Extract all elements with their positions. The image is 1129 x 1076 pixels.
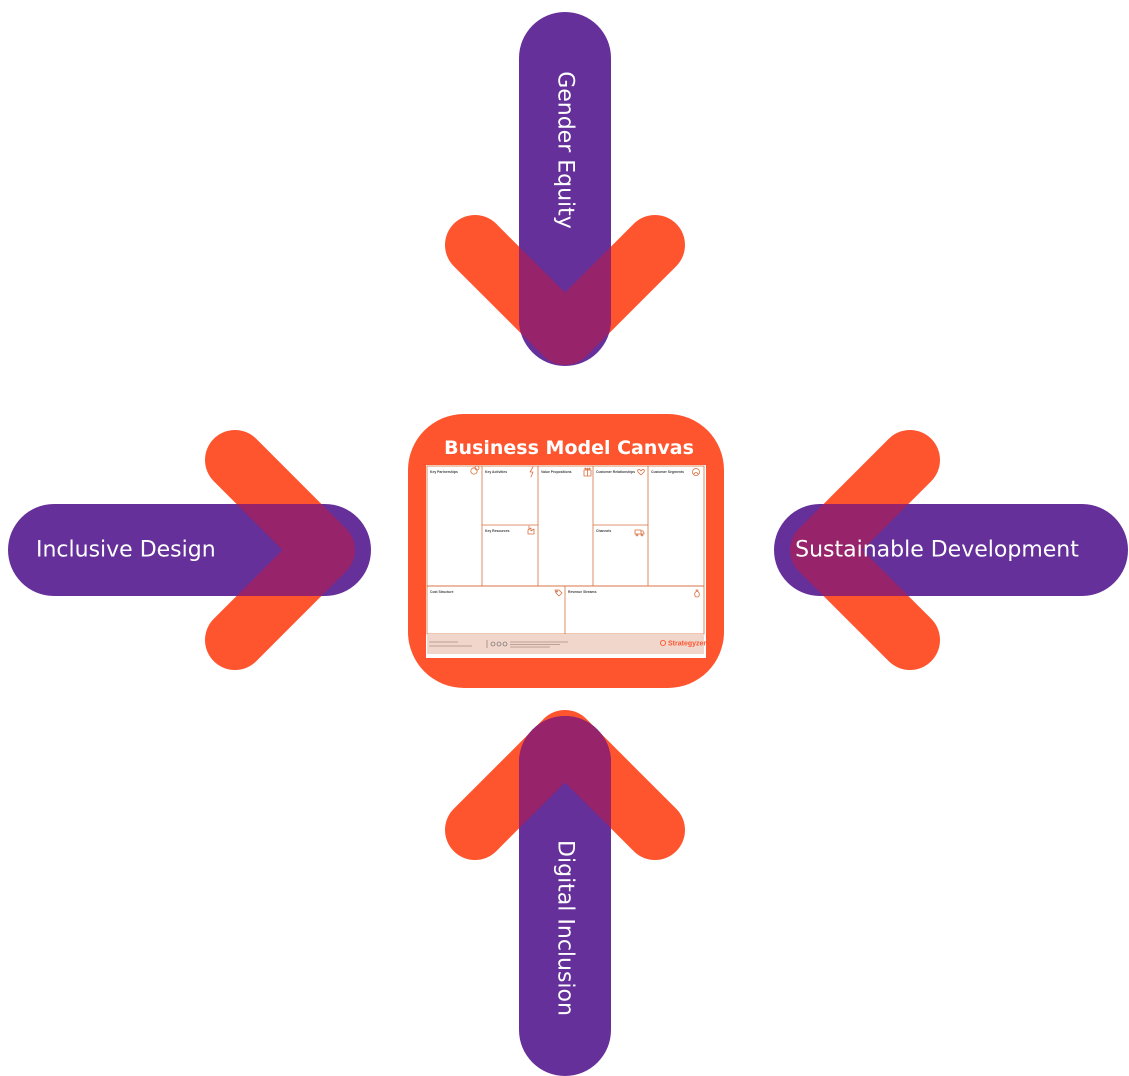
- canvas-footer: [427, 634, 704, 654]
- cell-key-resources: Key Resources: [485, 529, 510, 533]
- truck-icon: [634, 529, 645, 537]
- cell-key-activities: Key Activities: [485, 470, 507, 474]
- canvas-title: Business Model Canvas: [444, 437, 694, 459]
- link-icon: [470, 465, 480, 475]
- cell-value-propositions: Value Propositions: [541, 470, 572, 474]
- heart-icon: [637, 469, 645, 476]
- canvas-footer-fineprint: [429, 640, 568, 648]
- arrow-top: Gender Equity: [445, 12, 685, 366]
- arrow-top-overlap: [519, 215, 611, 365]
- people-icon: [692, 468, 700, 476]
- cell-channels: Channels: [596, 529, 611, 533]
- arrow-right-label: Sustainable Development: [795, 538, 1079, 563]
- arrow-top-label: Gender Equity: [553, 71, 578, 229]
- cell-key-partnerships: Key Partnerships: [430, 470, 458, 474]
- business-model-canvas: Business Model Canvas Key Partnerships K…: [408, 414, 724, 688]
- arrow-left-overlap: [205, 504, 355, 596]
- arrow-bottom: Digital Inclusion: [445, 710, 685, 1076]
- factory-icon: [527, 525, 535, 535]
- strategyzer-brand: Strategyzer: [668, 641, 706, 648]
- lightning-icon: [529, 466, 534, 478]
- arrow-bottom-label: Digital Inclusion: [553, 840, 578, 1016]
- cell-customer-relationships: Customer Relationships: [596, 470, 635, 474]
- strategyzer-logo-icon: [659, 639, 667, 647]
- canvas-grid: [426, 465, 705, 635]
- cell-customer-segments: Customer Segments: [651, 470, 684, 474]
- cell-revenue-streams: Revenue Streams: [568, 590, 597, 594]
- license-icons: [490, 641, 508, 647]
- price-tag-icon: [554, 589, 563, 597]
- canvas-sheet: [426, 465, 706, 658]
- cell-cost-structure: Cost Structure: [430, 590, 454, 594]
- arrow-right-overlap: [790, 504, 940, 596]
- arrow-bottom-overlap: [519, 716, 611, 860]
- arrow-left: Inclusive Design: [8, 430, 371, 670]
- arrow-left-label: Inclusive Design: [36, 538, 216, 563]
- gift-icon: [583, 467, 592, 477]
- arrow-right: Sustainable Development: [774, 430, 1128, 670]
- money-bag-icon: [694, 589, 700, 598]
